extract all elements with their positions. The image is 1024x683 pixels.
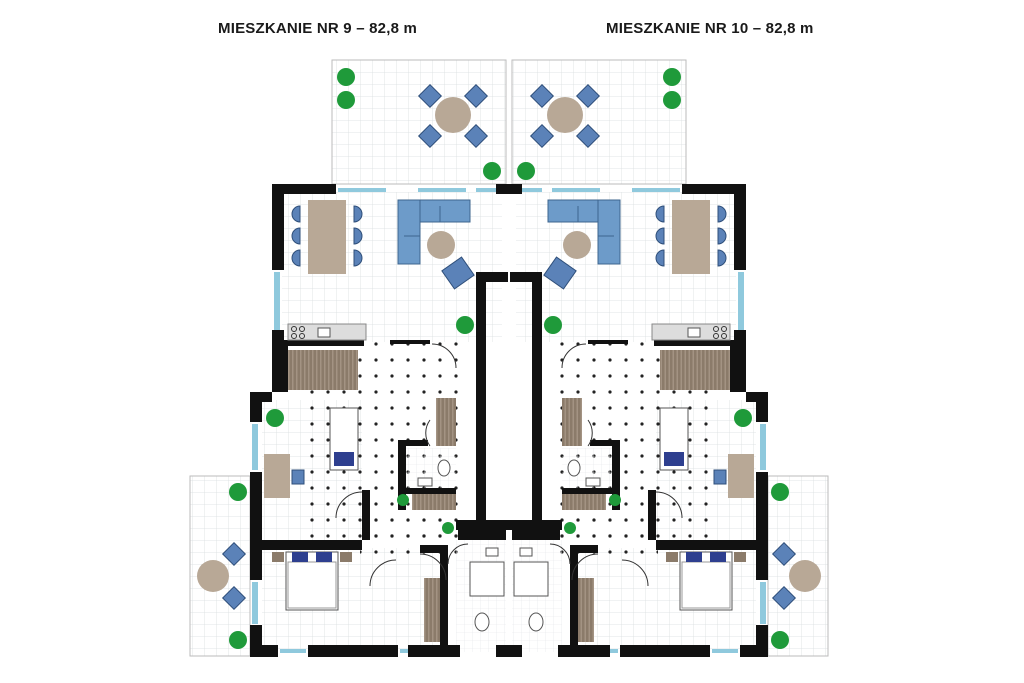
nightstand-left [272, 552, 284, 562]
terrace-table [435, 97, 471, 133]
coffee-table [427, 231, 455, 259]
dining-chairs [291, 205, 363, 267]
walls [250, 184, 510, 657]
door-swings [335, 343, 469, 587]
bathroom-sink-icon [485, 547, 499, 557]
armchair [441, 256, 475, 290]
wardrobe-2 [436, 398, 456, 446]
pillow-left [292, 552, 308, 562]
toilet-icon [437, 459, 451, 477]
apartment-10-plan [507, 59, 829, 658]
windows [252, 188, 496, 653]
sofa [397, 199, 471, 265]
stove-icon [291, 326, 305, 339]
wardrobe-4 [424, 578, 440, 642]
bed-cover [334, 452, 354, 466]
wc-sink-icon [417, 477, 433, 487]
side-terrace-chairs [221, 541, 247, 611]
bed-frame [287, 561, 337, 609]
apartment-9-title: MIESZKANIE NR 9 – 82,8 m [218, 20, 418, 37]
wardrobe-3 [412, 494, 456, 510]
sink-icon [317, 327, 331, 338]
nightstand-right [340, 552, 352, 562]
side-terrace-table [197, 560, 229, 592]
apartment-10-title: MIESZKANIE NR 10 – 82,8 m [606, 20, 814, 37]
terrace-chairs [417, 83, 489, 149]
plants [229, 68, 501, 649]
bathroom-toilet-icon [474, 612, 490, 632]
dining-table [308, 200, 346, 274]
shower [469, 561, 505, 597]
hall-wardrobe [288, 350, 358, 390]
chair-icon [291, 469, 305, 485]
apartment-half [189, 59, 510, 657]
pillow-right [316, 552, 332, 562]
desk [264, 454, 290, 498]
top-terrace [331, 59, 507, 185]
